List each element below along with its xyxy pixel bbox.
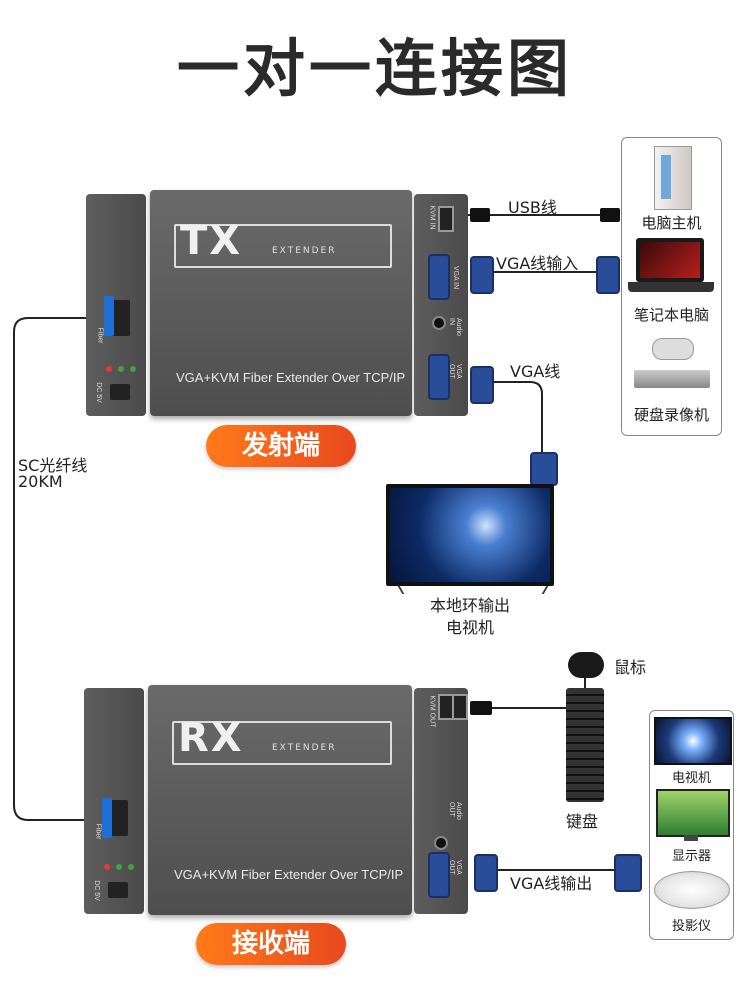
rx-led-red [104, 864, 110, 870]
rx-usb-plug [470, 701, 492, 715]
rx-dc-label: DC 5V [92, 880, 100, 901]
vga-in-cable-label: VGA线输入 [496, 254, 579, 273]
display-device-2: 投影仪 [671, 919, 711, 934]
tx-fiber-port[interactable] [110, 300, 130, 336]
rx-kvm-out-label: KVM OUT [428, 695, 436, 728]
mouse-label: 鼠标 [614, 658, 647, 677]
source-devices-panel: 电脑主机 笔记本电脑 硬盘录像机 [621, 137, 722, 436]
rx-audio-out-port[interactable] [434, 836, 448, 850]
rx-logo-frame [172, 721, 392, 765]
monitor-stand [684, 835, 698, 841]
mouse-icon [568, 652, 604, 678]
laptop-keyboard [628, 282, 714, 292]
rx-usb-port-2[interactable] [452, 694, 468, 720]
tx-vga-in-plug [470, 256, 494, 294]
tx-audio-in-label: Audio IN [448, 318, 462, 336]
tx-led-green [118, 366, 124, 372]
local-monitor-label-1: 本地环输出 [429, 596, 510, 615]
tx-dc-label: DC 5V [94, 382, 102, 403]
usb-cable-label: USB线 [508, 198, 557, 217]
rx-vga-out-plug [474, 854, 498, 892]
tx-model-text: VGA+KVM Fiber Extender Over TCP/IP [176, 370, 406, 385]
tx-fiber-label: Fiber [96, 327, 104, 344]
display-device-1: 显示器 [671, 849, 711, 864]
rx-unit-body: RX EXTENDER VGA+KVM Fiber Extender Over … [148, 685, 412, 915]
pc-front-light [661, 155, 671, 199]
source-device-2: 硬盘录像机 [633, 406, 709, 424]
tx-unit-body: TX EXTENDER VGA+KVM Fiber Extender Over … [150, 190, 412, 416]
source-vga-plug [596, 256, 620, 294]
laptop-screen [640, 242, 700, 278]
tx-vga-in-label: VGA IN [452, 265, 460, 290]
rx-model-text: VGA+KVM Fiber Extender Over TCP/IP [174, 867, 404, 882]
tx-logo-sub: EXTENDER [272, 246, 337, 256]
rx-fiber-label: Fiber [94, 823, 102, 840]
camera-icon [652, 338, 694, 360]
monitor-icon [656, 789, 730, 837]
source-device-0: 电脑主机 [641, 214, 702, 232]
rx-logo-sub: EXTENDER [272, 743, 337, 753]
laptop-icon [636, 238, 704, 282]
fiber-cable-label-1: SC光纤线 [18, 456, 88, 475]
display-vga-plug [614, 854, 642, 892]
tx-vga-out-label: VGA OUT [448, 364, 462, 379]
keyboard-icon [566, 688, 604, 802]
display-devices-panel: 电视机 显示器 投影仪 [649, 710, 734, 940]
rx-side-panel: Fiber DC 5V [84, 688, 144, 914]
rx-led-green [116, 864, 122, 870]
pc-usb-plug [600, 208, 620, 222]
tx-logo-frame [174, 224, 392, 268]
tv-vga-plug [530, 452, 558, 486]
desktop-pc-icon [654, 146, 692, 210]
display-device-0: 电视机 [671, 771, 711, 786]
rx-badge: 接收端 [196, 923, 346, 965]
source-device-1: 笔记本电脑 [633, 306, 709, 324]
rx-led-green-2 [128, 864, 134, 870]
vga-out-cable-label: VGA线输出 [510, 874, 593, 893]
rx-front-panel: KVM OUT Audio OUT VGA OUT [414, 688, 468, 914]
rx-fiber-connector [102, 798, 112, 838]
tx-usb-port[interactable] [438, 206, 454, 232]
tx-vga-out-plug [470, 366, 494, 404]
rx-logo: RX [178, 715, 244, 761]
keyboard-label: 键盘 [566, 812, 599, 831]
local-tv-screen [390, 488, 550, 582]
tv-icon [654, 717, 732, 765]
tx-led-green-2 [130, 366, 136, 372]
tx-vga-out-port[interactable] [428, 354, 450, 400]
tx-audio-in-port[interactable] [432, 316, 446, 330]
tx-logo: TX [180, 218, 243, 264]
fiber-cable-label-2: 20KM [18, 472, 63, 491]
page-title: 一对一连接图 [176, 32, 573, 105]
rx-vga-out-label: VGA OUT [448, 860, 462, 875]
tx-led-red [106, 366, 112, 372]
rx-fiber-port[interactable] [108, 800, 128, 836]
tx-side-panel: Fiber DC 5V [86, 194, 146, 416]
projector-icon [654, 871, 730, 909]
rx-dc-port[interactable] [108, 882, 128, 898]
rx-audio-out-label: Audio OUT [448, 802, 462, 820]
rx-vga-out-port[interactable] [428, 852, 450, 898]
tx-fiber-connector [104, 296, 114, 336]
tx-kvm-in-label: KVM IN [428, 205, 436, 230]
local-monitor-label-2: 电视机 [445, 618, 494, 637]
dvr-icon [634, 370, 710, 388]
tx-dc-port[interactable] [110, 384, 130, 400]
tx-vga-in-port[interactable] [428, 254, 450, 300]
local-tv-icon [386, 484, 554, 586]
tx-badge: 发射端 [206, 425, 356, 467]
tx-usb-plug [470, 208, 490, 222]
tx-front-panel: KVM IN VGA IN Audio IN VGA OUT [414, 194, 468, 416]
vga-cable-label: VGA线 [510, 362, 561, 381]
